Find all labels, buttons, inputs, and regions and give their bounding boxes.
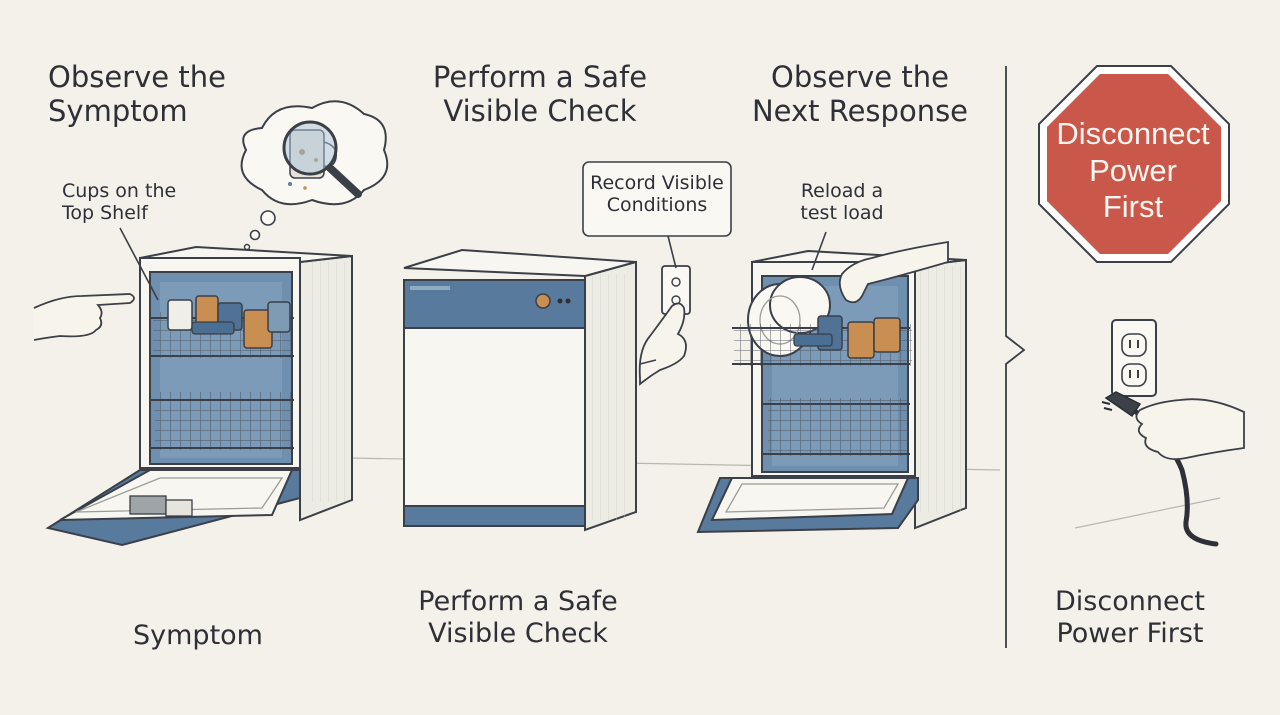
final-step-caption-line1: Disconnect <box>1055 586 1205 617</box>
step2-caption-line2: Visible Check <box>428 617 608 649</box>
step1-heading: Observe the Symptom <box>48 60 248 128</box>
callout-pointer <box>667 235 677 269</box>
step2-callout-line2: Conditions <box>606 194 708 217</box>
step2-callout: Record Visible Conditions <box>583 172 731 217</box>
final-step-caption: Disconnect Power First <box>1030 586 1230 650</box>
step3-heading: Observe the Next Response <box>740 60 980 128</box>
step1-caption: Symptom <box>133 620 263 651</box>
stop-sign-icon <box>1038 65 1230 263</box>
stop-sign-line1: Disconnect <box>1056 116 1210 151</box>
step2-caption: Perform a Safe Visible Check <box>400 586 636 650</box>
step3-heading-line2: Next Response <box>751 94 969 129</box>
step1-heading-line1: Observe the <box>48 60 226 94</box>
step3-callout: Reload a test load <box>782 180 902 225</box>
record-conditions-callout <box>582 161 732 237</box>
unplugging-hand-icon <box>1135 398 1245 461</box>
final-step-caption-line2: Power First <box>1056 617 1204 649</box>
step3-callout-line2: test load <box>800 202 884 225</box>
section-divider <box>1005 66 1026 648</box>
step2-heading-line2: Visible Check <box>443 94 637 129</box>
step1-callout: Cups on the Top Shelf <box>62 180 176 225</box>
step2-heading: Perform a Safe Visible Check <box>420 60 660 128</box>
step1-callout-line2: Top Shelf <box>62 202 148 225</box>
magnifier-icon <box>282 120 362 198</box>
stop-sign-line2: Power <box>1089 152 1177 188</box>
open-dishwasher-symptom <box>45 245 353 547</box>
step1-callout-line1: Cups on the <box>62 180 177 202</box>
step2-caption-line1: Perform a Safe <box>418 586 618 617</box>
step1-heading-line2: Symptom <box>48 94 188 129</box>
step3-heading-line1: Observe the <box>771 60 949 94</box>
power-outlet-icon <box>1111 319 1157 397</box>
stop-sign-line3: First <box>1102 189 1164 225</box>
step2-callout-line1: Record Visible <box>590 172 724 194</box>
stop-sign-label: Disconnect Power First <box>1043 116 1223 226</box>
callout-leader-line <box>811 231 827 271</box>
open-dishwasher-reload <box>696 249 967 534</box>
step3-callout-line1: Reload a <box>800 180 884 202</box>
inspecting-hand-icon <box>638 302 687 386</box>
closed-dishwasher <box>403 248 637 532</box>
pointing-hand-icon <box>33 293 135 341</box>
step2-heading-line1: Perform a Safe <box>432 60 648 94</box>
loading-hand-icon <box>838 240 949 304</box>
callout-leader-line <box>119 227 159 301</box>
